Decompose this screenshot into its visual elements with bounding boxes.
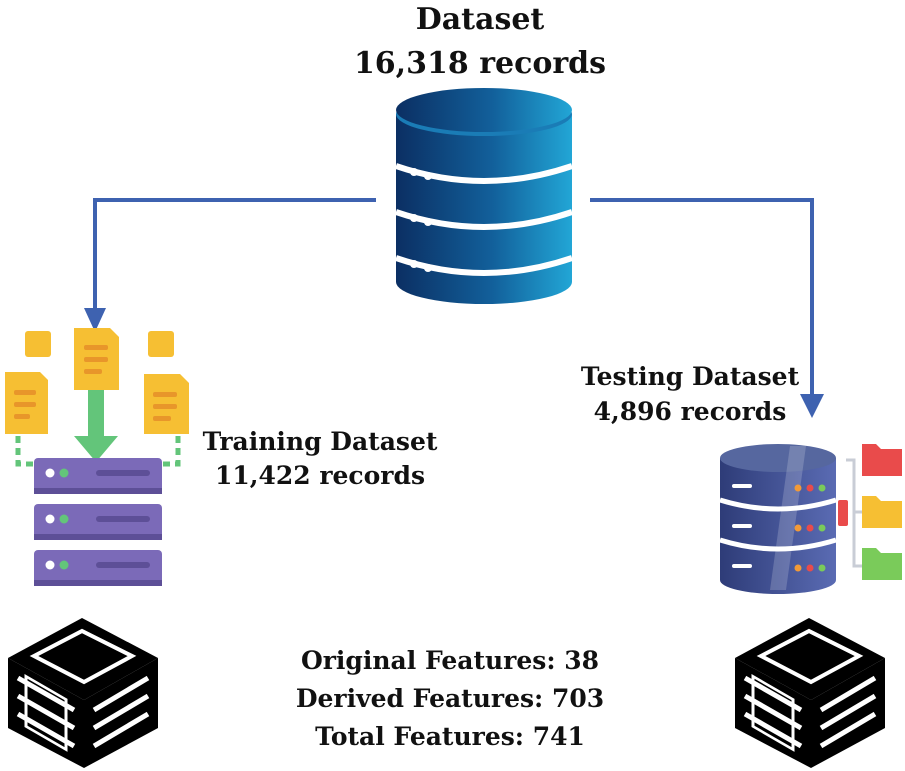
server-cube-icon-left <box>8 618 158 768</box>
dataset-label: Dataset 16,318 records <box>330 2 630 90</box>
arrow-to-training <box>84 198 376 332</box>
testing-dataset-title: Testing Dataset <box>580 362 800 391</box>
training-record-count: 11,422 records <box>214 461 426 490</box>
testing-dataset-label: Testing Dataset 4,896 records <box>560 362 820 432</box>
file-icon-center <box>74 328 119 390</box>
training-dataset-title: Training Dataset <box>202 427 438 456</box>
file-icon-left <box>5 372 48 434</box>
arrow-to-testing <box>590 198 824 418</box>
green-down-arrow-icon <box>74 390 118 462</box>
file-icon-right <box>144 374 189 434</box>
testing-record-count: 4,896 records <box>593 397 787 426</box>
total-features: Total Features: 741 <box>315 722 585 751</box>
database-folders-icon <box>719 444 902 594</box>
server-cube-icon-right <box>735 618 885 768</box>
dataset-title: Dataset <box>415 2 545 37</box>
dataset-record-count: 16,318 records <box>353 46 607 81</box>
server-upload-icon <box>5 328 189 586</box>
database-icon <box>395 88 573 304</box>
derived-features: Derived Features: 703 <box>295 684 605 713</box>
training-dataset-label: Training Dataset 11,422 records <box>190 427 450 495</box>
folder-icon-green <box>862 548 902 580</box>
folder-icon-red <box>862 444 902 476</box>
original-features: Original Features: 38 <box>300 646 600 675</box>
folder-icon-yellow <box>862 496 902 528</box>
features-summary: Original Features: 38 Derived Features: … <box>270 646 630 760</box>
